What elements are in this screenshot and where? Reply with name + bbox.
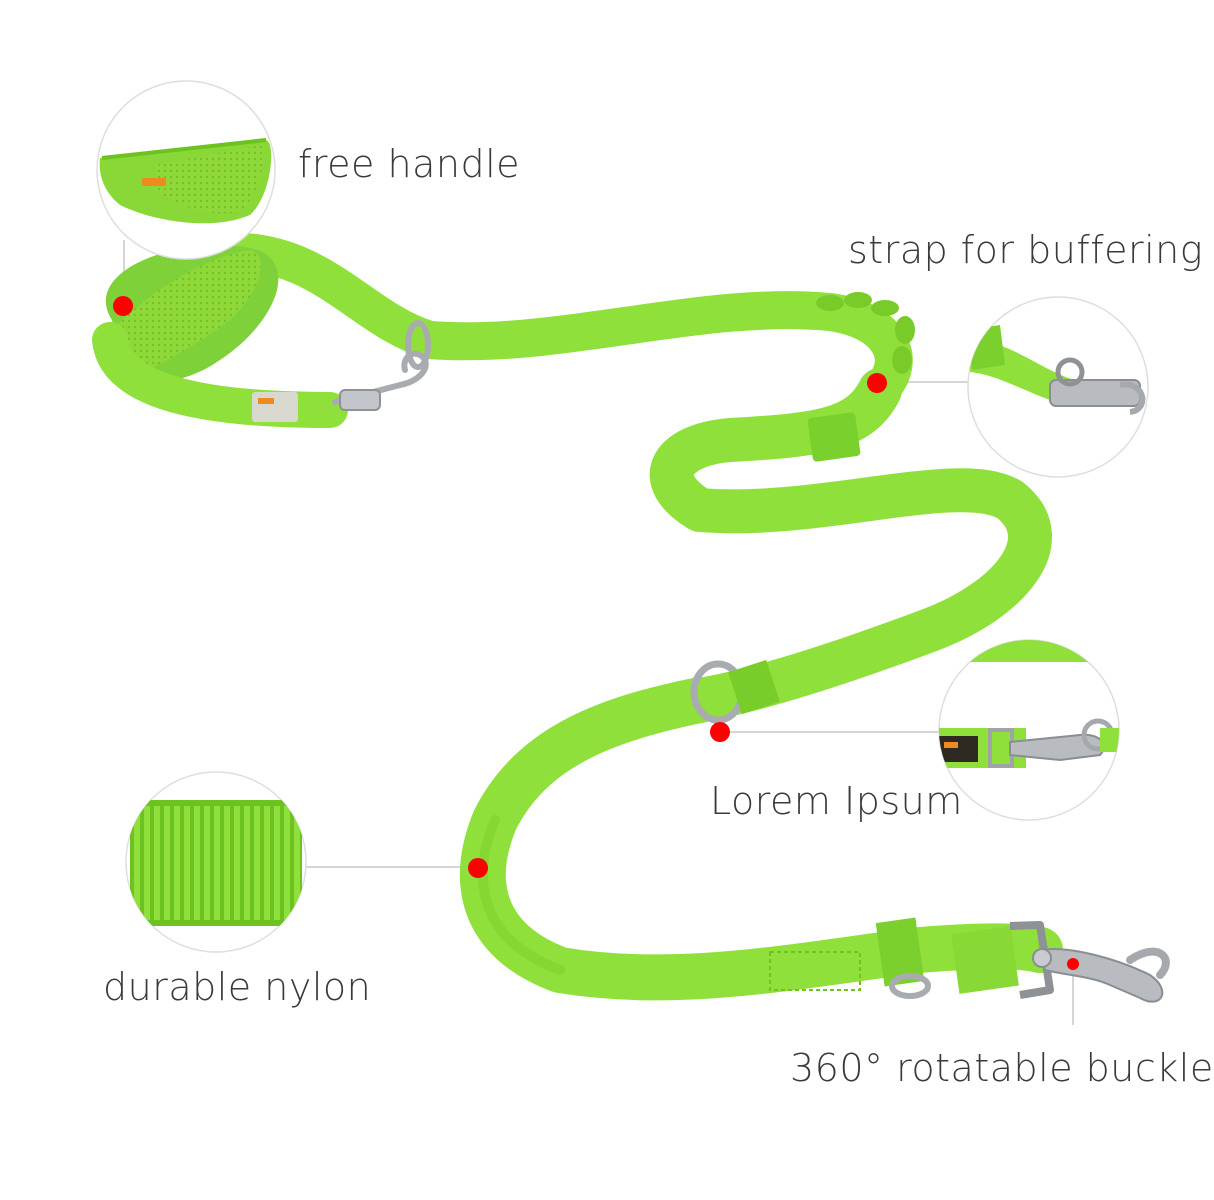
middle-keeper — [728, 659, 780, 715]
snap-hook-tip — [1126, 947, 1170, 979]
buffer-strap-section — [649, 368, 1052, 722]
end-tab — [951, 926, 1019, 994]
detail-circle-strap — [967, 296, 1149, 478]
marker-lorem — [710, 722, 730, 742]
buffer-sleeve — [807, 412, 861, 462]
handle-d-ring — [405, 320, 431, 370]
label-durable-nylon: durable nylon — [103, 965, 372, 1009]
padded-handle — [92, 245, 348, 428]
handle-tag-logo — [258, 398, 274, 404]
handle-padding — [105, 250, 261, 380]
detail-circle-handle — [96, 80, 276, 260]
buffer-pleats — [816, 292, 915, 374]
handle-clip — [332, 320, 431, 411]
label-free-handle: free handle — [298, 142, 521, 186]
leash-loop-to-handle — [201, 232, 913, 409]
label-lorem-ipsum: Lorem Ipsum — [710, 779, 963, 823]
handle-snap-body — [339, 389, 381, 411]
end-patch — [769, 951, 861, 991]
marker-buckle — [1067, 958, 1079, 970]
swivel-joint — [1032, 948, 1052, 968]
detail-circle-nylon — [125, 771, 307, 953]
middle-ring — [690, 659, 780, 724]
label-strap-for-buffering: strap for buffering — [848, 228, 1204, 272]
handle-snap-hook — [332, 350, 429, 405]
label-rotatable-buckle: 360° rotatable buckle — [790, 1046, 1214, 1090]
handle-tag — [252, 392, 298, 422]
marker-strap — [867, 373, 887, 393]
end-d-ring — [889, 973, 931, 999]
markers — [113, 296, 1079, 970]
leash — [201, 232, 1063, 1001]
end-keeper — [875, 917, 925, 987]
marker-handle — [113, 296, 133, 316]
leash-shade — [477, 815, 565, 975]
marker-nylon — [468, 858, 488, 878]
